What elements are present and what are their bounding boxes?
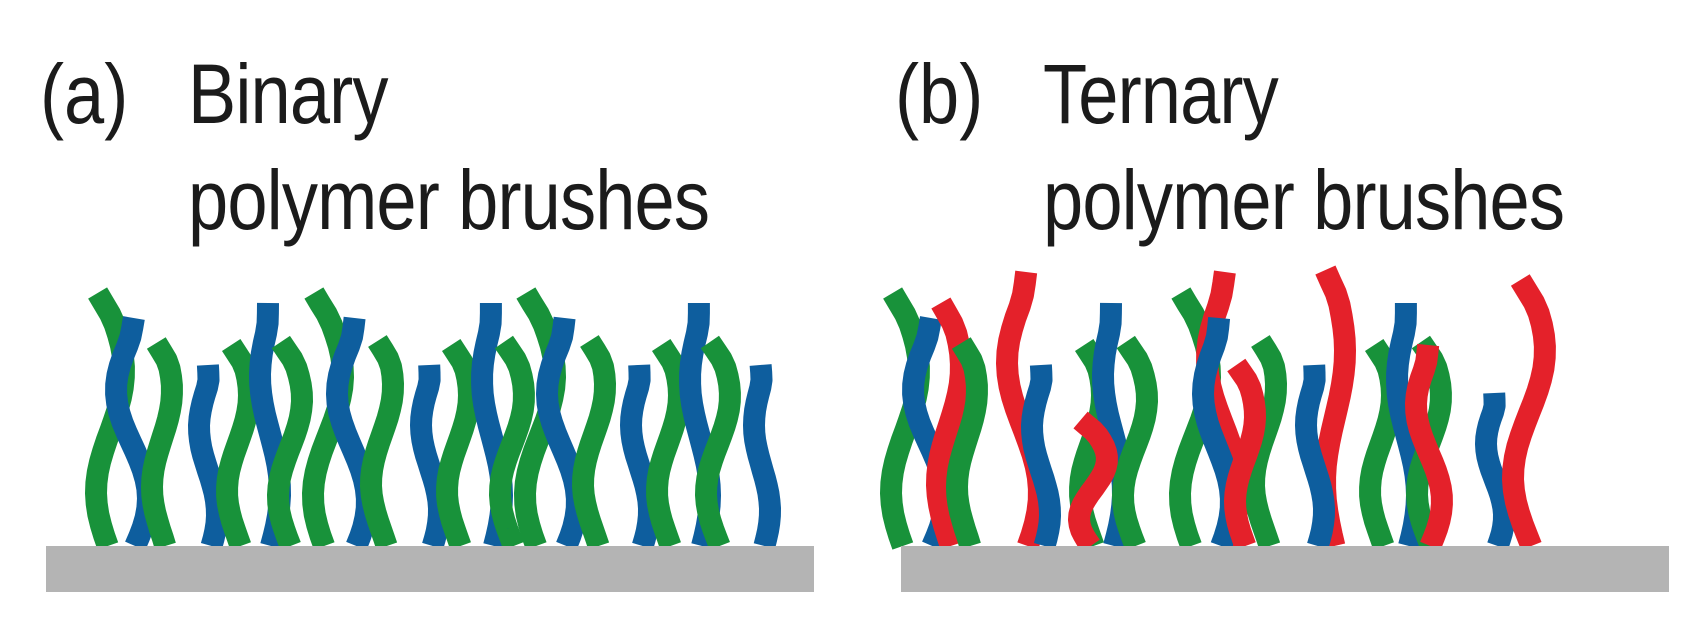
blue-polymer-chain <box>326 316 378 551</box>
red-polymer-chain <box>1068 411 1118 553</box>
panel-letter-b: (b) <box>895 47 984 141</box>
green-polymer-chain <box>946 337 988 550</box>
red-polymer-chain <box>1502 274 1556 551</box>
blue-polymer-chain <box>1475 388 1515 551</box>
blue-polymer-chain <box>188 361 228 550</box>
panel-ternary: (b) Ternary polymer brushes <box>845 0 1689 637</box>
red-polymer-chain <box>926 297 972 550</box>
ternary-brush-illustration <box>880 265 1669 592</box>
green-polymer-chain <box>267 335 313 550</box>
blue-polymer-chain <box>743 361 781 550</box>
green-polymer-chain <box>360 335 404 550</box>
panel-binary: (a) Binary polymer brushes <box>0 0 844 637</box>
panel-title-b-line1: Ternary <box>1043 47 1279 141</box>
green-polymer-chain <box>1243 335 1287 550</box>
binary-brush-illustration <box>46 287 814 592</box>
substrate <box>901 546 1669 592</box>
green-polymer-chain <box>436 338 480 550</box>
red-polymer-chain <box>1405 342 1453 551</box>
green-polymer-chain <box>216 338 260 550</box>
blue-polymer-chain <box>1021 361 1061 550</box>
blue-polymer-chain <box>410 361 450 550</box>
substrate <box>46 546 814 592</box>
panel-title-a-line1: Binary <box>188 47 388 141</box>
green-polymer-chain <box>695 335 741 550</box>
panel-title-a-line2: polymer brushes <box>188 153 710 247</box>
blue-polymer-chain <box>536 316 588 551</box>
blue-polymer-chain <box>105 316 159 551</box>
blue-polymer-chain <box>620 361 660 550</box>
green-polymer-chain <box>489 335 535 550</box>
green-polymer-chain <box>1112 335 1158 550</box>
green-polymer-chain <box>646 338 690 550</box>
blue-polymer-chain <box>1295 361 1335 550</box>
red-polymer-chain <box>1224 358 1266 550</box>
green-polymer-chain <box>141 337 183 550</box>
green-polymer-chain <box>572 335 616 550</box>
panel-letter-a: (a) <box>40 47 129 141</box>
panel-title-b-line2: polymer brushes <box>1043 153 1565 247</box>
